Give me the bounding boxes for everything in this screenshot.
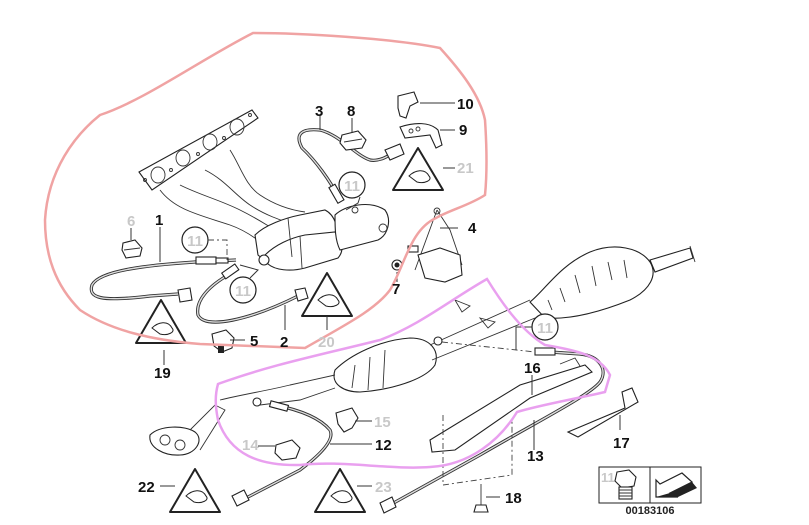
center-muffler[interactable] (333, 299, 536, 393)
oxygen-sensor-1[interactable] (89, 256, 237, 303)
callout-7[interactable]: 7 (392, 281, 400, 298)
callout-22[interactable]: 22 (138, 479, 155, 496)
clip-10[interactable] (397, 91, 419, 119)
screw-18[interactable] (473, 484, 489, 513)
callout-17[interactable]: 17 (613, 435, 630, 452)
callout-16[interactable]: 16 (524, 360, 541, 377)
callout-19[interactable]: 19 (154, 365, 171, 382)
warning-triangle-19 (135, 299, 187, 344)
ref-label: 11 (344, 178, 360, 195)
oxygen-sensor-2[interactable] (196, 263, 309, 324)
highlight-outline-lower (214, 277, 612, 469)
callout-15[interactable]: 15 (374, 414, 391, 431)
clip-6[interactable] (121, 239, 143, 259)
callout-9[interactable]: 9 (459, 122, 467, 139)
callout-1[interactable]: 1 (155, 212, 163, 229)
ref-circle-11-a[interactable]: 11 (338, 171, 366, 211)
cable-holder-16[interactable] (429, 357, 593, 453)
front-pipe[interactable] (149, 336, 443, 456)
callout-20[interactable]: 20 (318, 334, 335, 351)
ref-label: 11 (235, 283, 251, 300)
warning-triangle-22 (169, 468, 221, 513)
callout-12[interactable]: 12 (375, 437, 392, 454)
callout-13[interactable]: 13 (527, 448, 544, 465)
leader-lines (130, 102, 621, 498)
callout-8[interactable]: 8 (347, 103, 355, 120)
callout-23[interactable]: 23 (375, 479, 392, 496)
callout-18[interactable]: 18 (505, 490, 522, 507)
document-number: 00183106 (626, 505, 675, 517)
ref-circle-11-b[interactable]: 11 (181, 226, 228, 262)
callout-4[interactable]: 4 (468, 220, 477, 237)
callout-5[interactable]: 5 (250, 333, 258, 350)
highlight-outline-upper (43, 31, 488, 350)
legend-box: 11 00183106 (598, 466, 702, 517)
callout-3[interactable]: 3 (315, 103, 323, 120)
exhaust-manifold[interactable] (138, 109, 390, 271)
callout-10[interactable]: 10 (457, 96, 474, 113)
bracket-9[interactable] (399, 123, 443, 149)
legend-ref-label: 11 (601, 470, 615, 485)
ref-label: 11 (187, 233, 203, 250)
oxygen-sensor-12[interactable] (231, 400, 333, 507)
callout-labels: 1 2 3 4 5 6 7 8 9 10 12 13 14 15 16 17 1… (127, 96, 630, 507)
callout-21[interactable]: 21 (457, 160, 474, 177)
cable-holder-17[interactable] (566, 387, 639, 438)
warning-triangle-20 (301, 272, 353, 317)
ref-circle-11-d[interactable]: 11 (441, 313, 559, 353)
clip-14[interactable] (274, 439, 301, 461)
rear-muffler[interactable] (529, 245, 696, 319)
clip-5[interactable] (211, 329, 235, 353)
clip-15[interactable] (335, 407, 359, 433)
ref-label: 11 (537, 320, 553, 337)
warning-triangle-21 (392, 147, 444, 191)
callout-6[interactable]: 6 (127, 213, 135, 230)
arrow-left-down-icon (655, 472, 697, 498)
callout-2[interactable]: 2 (280, 334, 288, 351)
warning-triangle-23 (314, 468, 366, 513)
callout-14[interactable]: 14 (242, 437, 259, 454)
plug-bolt-icon (614, 469, 637, 500)
clip-8[interactable] (339, 130, 367, 151)
ref-circle-11-c[interactable]: 11 (229, 264, 259, 304)
